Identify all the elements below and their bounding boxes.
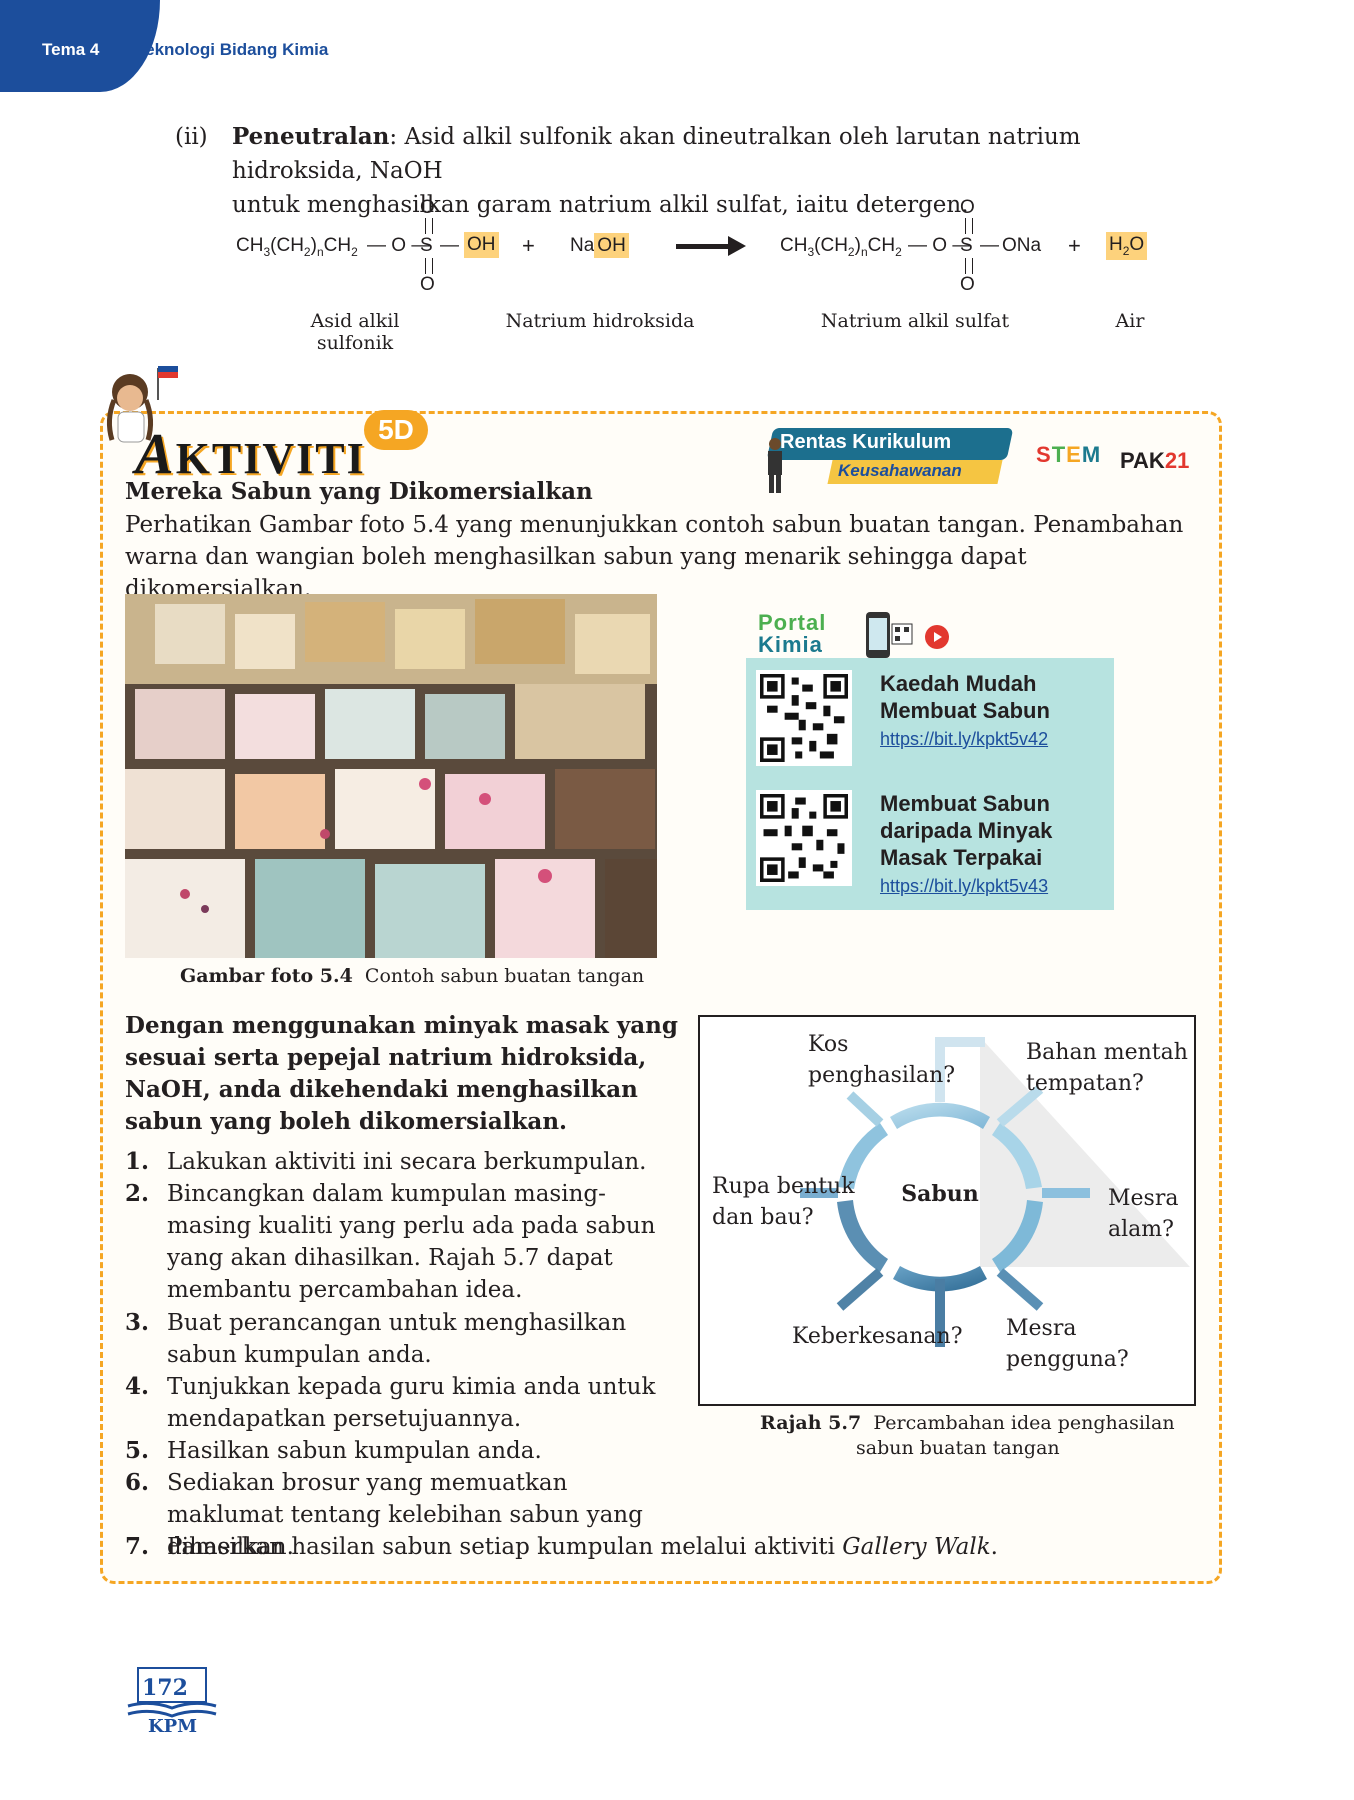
product1-bond-o: — O — bbox=[908, 235, 972, 256]
qr-code-icon[interactable] bbox=[756, 790, 852, 886]
qr-code-icon[interactable] bbox=[756, 670, 852, 766]
step-number: 3. bbox=[125, 1309, 150, 1336]
kpm-label: KPM bbox=[148, 1716, 198, 1737]
product1-double-bond-bottom bbox=[965, 258, 973, 274]
neutralization-text: Peneutralan: Asid alkil sulfonik akan di… bbox=[232, 120, 1212, 222]
neutralization-line2: untuk menghasilkan garam natrium alkil s… bbox=[232, 192, 969, 218]
reactant1-double-bond-top bbox=[425, 218, 433, 234]
reactant1-top-oxygen: O bbox=[420, 197, 435, 218]
step-number: 4. bbox=[125, 1373, 150, 1400]
reactant1-oh: OH bbox=[464, 232, 499, 258]
product1-double-bond-top bbox=[965, 218, 973, 234]
neutralization-line1: : Asid alkil sulfonik akan dineutralkan … bbox=[232, 124, 1081, 184]
person-icon bbox=[768, 438, 782, 493]
plus-sign-1: + bbox=[522, 233, 535, 258]
book-icon bbox=[127, 1667, 217, 1718]
reactant2-name: Natrium hidroksida bbox=[505, 310, 695, 332]
product1-bond-s-ona: — bbox=[980, 235, 999, 256]
activity-intro: Perhatikan Gambar foto 5.4 yang menunjuk… bbox=[125, 512, 1184, 602]
youtube-icon[interactable] bbox=[924, 624, 950, 650]
reactant1-double-bond-bottom bbox=[425, 258, 433, 274]
plus-sign-2: + bbox=[1068, 233, 1081, 258]
step-text: Lakukan aktiviti ini secara berkumpulan. bbox=[167, 1149, 647, 1175]
phone-qr-icon bbox=[866, 612, 913, 658]
diagram-center-label: Sabun bbox=[901, 1181, 979, 1207]
product1-formula: CH3(CH2)nCH2 bbox=[780, 235, 902, 259]
product1-top-oxygen: O bbox=[960, 197, 975, 218]
qr-link[interactable]: https://bit.ly/kpkt5v43 bbox=[880, 876, 1049, 896]
diagram-caption: Rajah 5.7 Percambahan idea penghasilan s… bbox=[760, 1412, 1175, 1459]
step-number: 6. bbox=[125, 1469, 150, 1496]
page-number: 172 bbox=[142, 1675, 188, 1701]
product2-name: Air bbox=[1115, 310, 1145, 332]
handmade-soap-image bbox=[125, 594, 657, 958]
theme-title: Teknologi Bidang Kimia bbox=[136, 40, 329, 59]
step-number: 5. bbox=[125, 1437, 150, 1464]
reactant1-bottom-oxygen: O bbox=[420, 274, 435, 295]
cycle-ring-graphic bbox=[800, 1037, 1190, 1347]
step-text: Tunjukkan kepada guru kimia anda untuk m… bbox=[167, 1374, 656, 1432]
steps-intro: Dengan menggunakan minyak masak yang ses… bbox=[125, 1012, 678, 1135]
portal-kimia-logo: Portal Kimia bbox=[758, 610, 827, 657]
reactant1-bond-o: — O — bbox=[367, 235, 431, 256]
step-number: 2. bbox=[125, 1180, 150, 1207]
product1-name: Natrium alkil sulfat bbox=[820, 310, 1010, 332]
item-label: (ii) bbox=[175, 124, 208, 150]
step-text: Bincangkan dalam kumpulan masing-masing … bbox=[167, 1181, 656, 1303]
qr-link[interactable]: https://bit.ly/kpkt5v42 bbox=[880, 729, 1049, 749]
activity-title: AKTIVITI bbox=[135, 421, 366, 486]
water-formula: H2O bbox=[1106, 232, 1148, 260]
step-number: 1. bbox=[125, 1148, 150, 1175]
reactant1-sulfur: S bbox=[420, 235, 433, 256]
rentas-kurikulum-badge: Rentas Kurikulum Keusahawanan bbox=[766, 428, 1014, 486]
step-text: Pamerkan hasilan sabun setiap kumpulan m… bbox=[167, 1534, 998, 1560]
reactant1-formula: CH3(CH2)nCH2 bbox=[236, 235, 358, 259]
activity-number: 5D bbox=[364, 410, 428, 450]
step-text: Buat perancangan untuk menghasilkan sabu… bbox=[167, 1310, 627, 1368]
step-text: Hasilkan sabun kumpulan anda. bbox=[167, 1438, 542, 1464]
reactant1-name: Asid alkil sulfonik bbox=[310, 310, 400, 354]
soap-photo bbox=[125, 594, 657, 958]
diagram-label-keberkesanan: Keberkesanan? bbox=[792, 1324, 963, 1349]
reaction-arrow-shaft bbox=[676, 244, 732, 249]
step-text: Sediakan brosur yang memuatkan maklumat … bbox=[167, 1470, 643, 1560]
qr-title: Kaedah Mudah Membuat Sabun bbox=[880, 671, 1050, 723]
neutralization-term: Peneutralan bbox=[232, 123, 390, 150]
product1-sulfur: S bbox=[960, 235, 973, 256]
stem-logo: STEM bbox=[1036, 442, 1102, 467]
photo-caption: Gambar foto 5.4 Contoh sabun buatan tang… bbox=[180, 965, 645, 987]
product1-bottom-oxygen: O bbox=[960, 274, 975, 295]
product1-ona: ONa bbox=[1002, 235, 1042, 256]
qr-title: Membuat Sabun daripada Minyak Masak Terp… bbox=[880, 791, 1053, 870]
pak21-logo: PAK21 bbox=[1120, 448, 1190, 473]
theme-label: Tema 4 bbox=[42, 40, 100, 59]
mascot-girl-icon bbox=[106, 366, 178, 443]
step-number: 7. bbox=[125, 1533, 150, 1560]
activity-heading: Mereka Sabun yang Dikomersialkan bbox=[125, 478, 593, 505]
reaction-arrow-head bbox=[728, 236, 746, 256]
reactant1-bond-s-oh: — bbox=[440, 235, 459, 256]
